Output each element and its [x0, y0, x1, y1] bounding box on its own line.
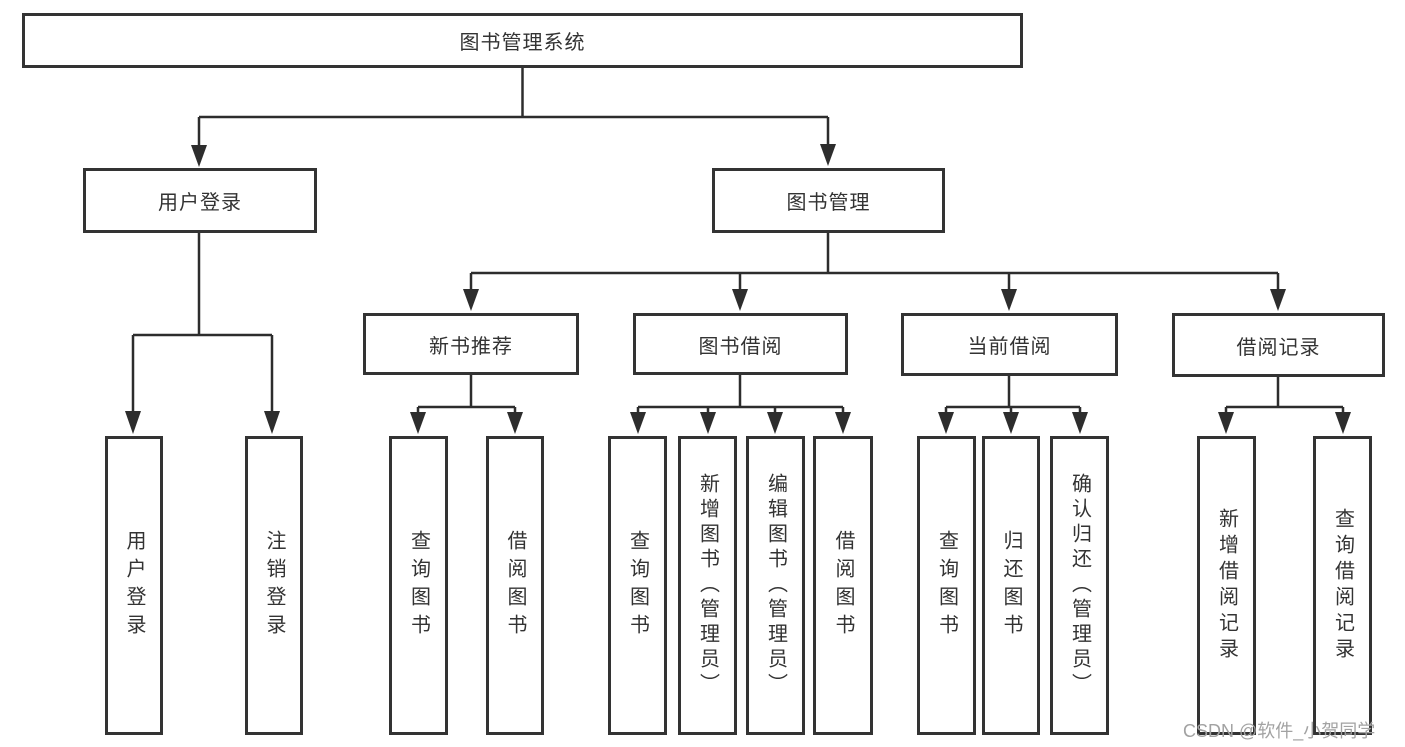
node-leaf-add-borrow-record: 新增借阅记录: [1197, 436, 1256, 735]
node-current-borrow: 当前借阅: [901, 313, 1118, 376]
edges-user-login: [125, 233, 280, 434]
edges-book-management: [463, 233, 1286, 311]
csdn-watermark: CSDN @软件_小贺同学: [1183, 721, 1376, 741]
node-leaf-user-login: 用户登录: [105, 436, 163, 735]
edges-borrow-records: [1218, 377, 1351, 434]
node-leaf-query-borrow-record: 查询借阅记录: [1313, 436, 1372, 735]
node-root-system: 图书管理系统: [22, 13, 1023, 68]
node-borrow-records: 借阅记录: [1172, 313, 1385, 377]
node-leaf-recommend-query-books: 查询图书: [389, 436, 448, 735]
node-leaf-recommend-borrow-books: 借阅图书: [486, 436, 544, 735]
node-book-management: 图书管理: [712, 168, 945, 233]
node-leaf-current-query-books: 查询图书: [917, 436, 976, 735]
node-leaf-logout: 注销登录: [245, 436, 303, 735]
node-leaf-borrow-books: 借阅图书: [813, 436, 873, 735]
node-new-book-recommend: 新书推荐: [363, 313, 579, 375]
node-user-login: 用户登录: [83, 168, 317, 233]
edges-current-borrow: [938, 376, 1088, 434]
edges-new-book-recommend: [410, 375, 523, 434]
node-leaf-return-books: 归还图书: [982, 436, 1040, 735]
node-leaf-borrow-query-books: 查询图书: [608, 436, 667, 735]
edges-root: [191, 68, 836, 167]
edges-book-borrow: [630, 375, 851, 434]
node-leaf-edit-books-admin: 编辑图书（管理员）: [746, 436, 805, 735]
node-book-borrow: 图书借阅: [633, 313, 848, 375]
node-leaf-confirm-return-admin: 确认归还（管理员）: [1050, 436, 1109, 735]
node-leaf-add-books-admin: 新增图书（管理员）: [678, 436, 737, 735]
